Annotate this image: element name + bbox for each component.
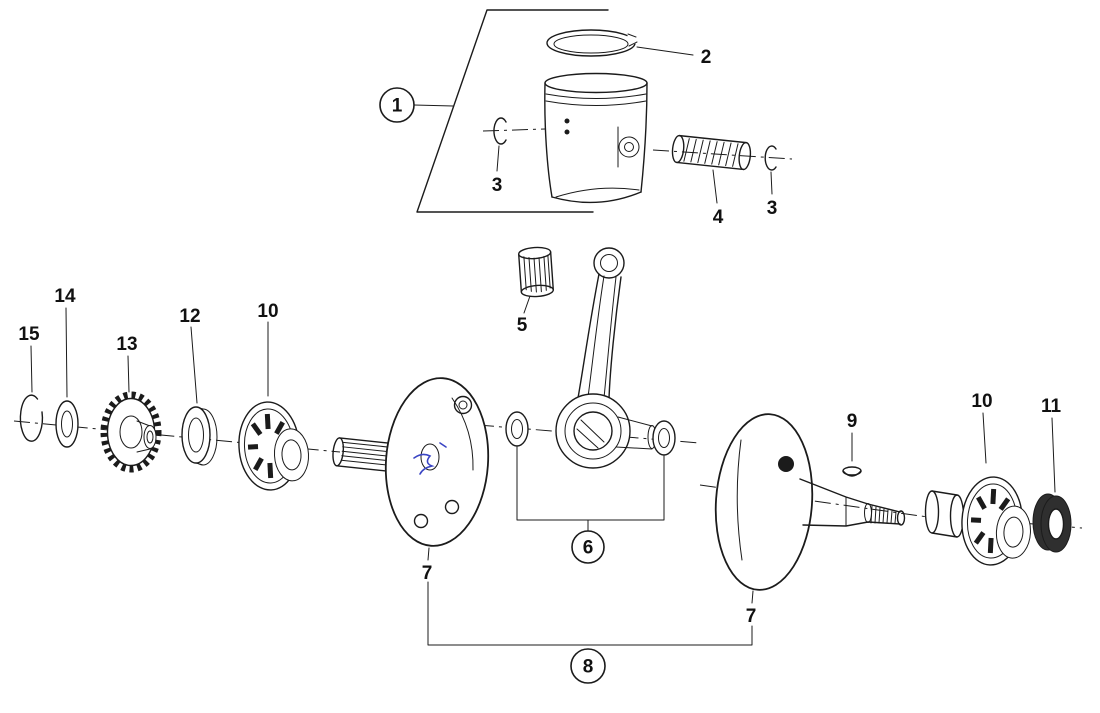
part-crankshaft-assembly-bracket	[427, 581, 753, 646]
callout-label: 10	[257, 301, 278, 322]
leader-line	[770, 171, 773, 195]
callout-conrod-kit: 6	[571, 530, 605, 564]
leader-line	[1051, 417, 1056, 493]
callout-main-bearing-left: 10	[257, 301, 279, 397]
part-piston-kit-bracket	[413, 9, 609, 213]
callout-crankshaft-assembly: 8	[570, 648, 606, 684]
callout-circlip-right: 3	[767, 171, 778, 219]
callout-circle	[570, 648, 606, 684]
callout-washer: 14	[54, 286, 76, 398]
callout-label: 3	[767, 198, 778, 219]
part-spacer-bush	[924, 490, 965, 538]
callout-spacer-ring: 12	[179, 306, 201, 404]
callout-label: 3	[492, 175, 503, 196]
callout-label: 4	[713, 207, 724, 228]
callout-label: 11	[1041, 396, 1062, 417]
callout-snap-ring: 15	[18, 324, 40, 393]
callout-label: 15	[18, 324, 40, 345]
part-piston-ring	[546, 29, 639, 57]
callout-circlip-left: 3	[492, 145, 503, 196]
callout-crank-half-left: 7	[422, 547, 433, 584]
leader-line	[751, 590, 754, 604]
callout-label: 5	[517, 315, 528, 336]
leader-line	[636, 46, 694, 56]
leader-line	[127, 355, 130, 393]
callout-main-bearing-right: 10	[971, 391, 993, 464]
callout-label: 9	[847, 411, 858, 432]
callout-piston-kit: 1	[379, 87, 415, 123]
leader-line	[30, 345, 33, 393]
callout-key: 9	[847, 411, 858, 462]
part-main-bearing-left	[237, 400, 311, 491]
part-conrod-kit-bracket	[516, 446, 665, 532]
part-washer	[55, 400, 79, 448]
part-thrust-washer-right	[652, 420, 676, 456]
callout-circle	[571, 530, 605, 564]
callout-circle	[379, 87, 415, 123]
callout-oil-seal: 11	[1041, 396, 1062, 493]
callout-piston-pin: 4	[712, 169, 724, 228]
part-piston	[544, 72, 648, 204]
part-small-end-bearing	[518, 246, 554, 298]
part-thrust-washer-left	[505, 411, 529, 447]
part-crank-half-right	[714, 413, 906, 591]
callout-label: 1	[392, 96, 403, 117]
callout-label: 13	[116, 334, 137, 355]
callout-label: 7	[422, 563, 433, 584]
leader-line	[523, 295, 531, 314]
leader-line	[496, 145, 500, 172]
part-piston-pin	[671, 134, 752, 171]
centerlines	[13, 128, 1083, 529]
part-connecting-rod	[555, 247, 657, 469]
callout-label: 10	[971, 391, 992, 412]
leader-line	[65, 307, 68, 398]
callout-gear: 13	[116, 334, 138, 393]
callout-label: 6	[583, 538, 594, 559]
callout-small-end-bearing: 5	[517, 295, 531, 336]
part-snap-ring	[19, 394, 44, 442]
annotation-scribble	[413, 442, 447, 475]
callout-label: 14	[54, 286, 76, 307]
callout-label: 2	[701, 47, 712, 68]
part-gear	[100, 391, 162, 473]
leader-line	[712, 169, 718, 204]
part-circlip-right	[764, 145, 777, 171]
part-key	[842, 466, 862, 477]
leader-line	[427, 547, 430, 561]
callout-label: 12	[179, 306, 200, 327]
part-oil-seal	[1032, 493, 1072, 553]
part-crank-half-left	[332, 377, 490, 547]
part-main-bearing-right	[960, 475, 1034, 566]
part-spacer-ring	[181, 406, 218, 466]
callout-label: 7	[746, 606, 757, 627]
callout-crank-half-right: 7	[746, 590, 757, 627]
callout-piston-ring: 2	[636, 46, 712, 68]
part-circlip-left	[493, 117, 507, 145]
leader-line	[190, 326, 198, 404]
callout-label: 8	[583, 657, 594, 678]
leader-line	[982, 412, 987, 464]
